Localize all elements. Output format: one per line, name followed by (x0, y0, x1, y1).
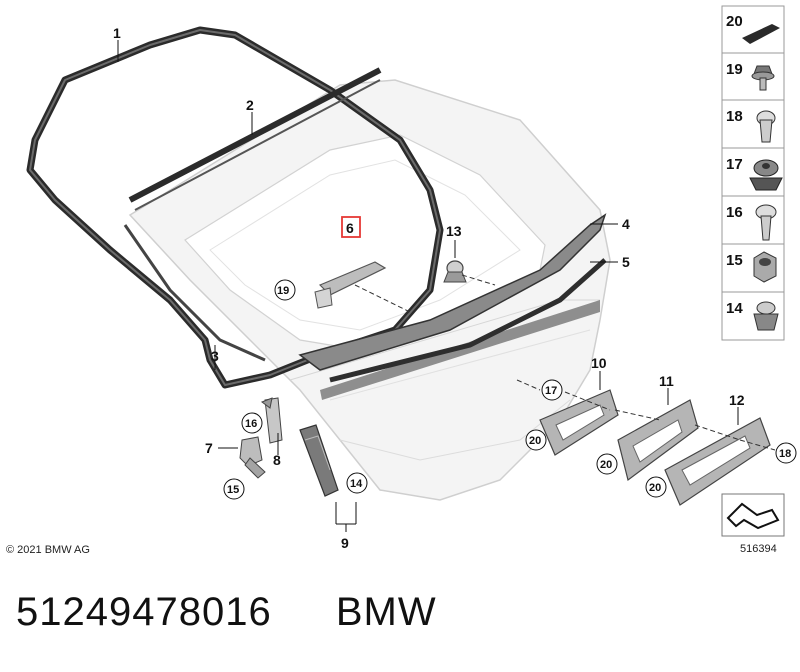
side-15: 15 (726, 252, 743, 269)
image-number: 516394 (740, 543, 777, 555)
side-19: 19 (726, 61, 743, 78)
callout-5: 5 (622, 254, 630, 270)
circled-callouts (223, 279, 797, 500)
side-20: 20 (726, 13, 743, 30)
hinge-bracket-8 (260, 397, 283, 444)
callout-3: 3 (211, 348, 219, 364)
clip-13 (443, 240, 496, 286)
torx-bolt-icon (755, 204, 777, 241)
callout-numbers: 1 2 3 4 5 7 8 9 10 11 12 13 (113, 25, 745, 551)
circle-15: 15 (227, 484, 239, 496)
side-strip-3 (123, 224, 266, 362)
handle-6 (314, 261, 411, 313)
callout-9: 9 (341, 535, 349, 551)
side-16: 16 (726, 204, 743, 221)
hex-nut-icon (753, 251, 777, 283)
footer: 51249478016 BMW (16, 590, 437, 635)
side-14: 14 (726, 300, 743, 317)
expanding-nut-icon (749, 159, 783, 191)
circle-16: 16 (245, 418, 257, 430)
plate-10 (539, 389, 619, 456)
callout-11: 11 (659, 373, 674, 389)
screw-washer-icon (751, 65, 775, 91)
circle-20-b: 20 (600, 459, 612, 471)
circle-14: 14 (350, 478, 363, 490)
callout-7: 7 (205, 440, 213, 456)
callout-4: 4 (622, 216, 630, 232)
hinge-7 (239, 436, 266, 479)
circle-18: 18 (779, 448, 791, 460)
plate-11 (617, 399, 699, 482)
callout-2: 2 (246, 97, 254, 113)
torx-screw-icon (756, 110, 776, 143)
spoiler-4 (298, 213, 607, 371)
orientation-box: 516394 (721, 493, 785, 555)
part-number: 51249478016 (16, 590, 272, 634)
callout-10: 10 (591, 355, 607, 371)
callout-8: 8 (273, 452, 281, 468)
leader-lines (117, 40, 739, 532)
dash-connectors (516, 379, 776, 451)
clip-nut-icon (753, 301, 779, 331)
callout-13: 13 (446, 223, 462, 239)
tailgate-panel (128, 79, 611, 501)
fastener-panel: 20 19 18 17 16 15 14 (721, 5, 785, 341)
circle-19-main: 19 (277, 285, 289, 297)
brand-name: BMW (335, 590, 437, 634)
highlight-box-6[interactable]: 6 (341, 216, 361, 238)
plate-12 (664, 417, 771, 506)
circle-20-c: 20 (649, 482, 661, 494)
side-17: 17 (726, 156, 743, 173)
circle-17: 17 (545, 385, 557, 397)
circled-labels: 19 17 16 15 14 20 20 20 18 (227, 285, 791, 496)
callout-12: 12 (729, 392, 745, 408)
orientation-arrow-icon (726, 502, 780, 530)
copyright: © 2021 BMW AG (6, 544, 90, 556)
trim-strip-5 (329, 258, 607, 383)
side-18: 18 (726, 108, 743, 125)
gas-strut-9 (299, 424, 339, 497)
circle-20-a: 20 (529, 435, 541, 447)
pad-icon (742, 24, 780, 44)
roof-strip-2 (128, 67, 382, 211)
callout-1: 1 (113, 25, 121, 41)
callout-6: 6 (346, 220, 354, 236)
